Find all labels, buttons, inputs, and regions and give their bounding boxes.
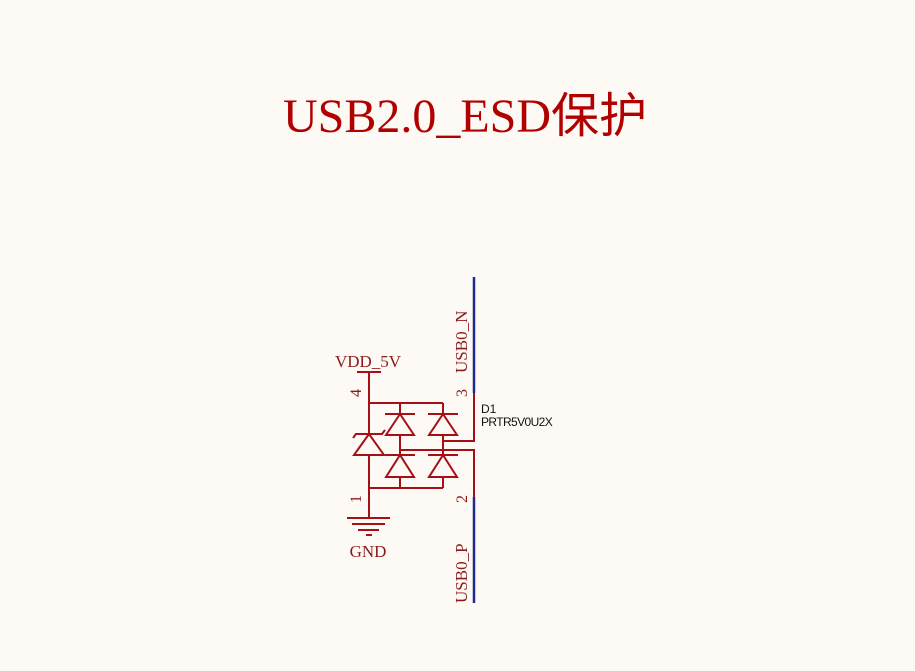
usb0-p-label: USB0_P — [452, 543, 471, 603]
part-number-label: PRTR5V0U2X — [481, 415, 553, 429]
pin3-wire — [443, 393, 475, 442]
pin-number-1: 1 — [348, 495, 365, 503]
diode-icon — [384, 412, 416, 436]
diode-icon — [427, 412, 459, 436]
usb0-n-label: USB0_N — [452, 311, 471, 373]
vdd-5v-label: VDD_5V — [335, 352, 402, 371]
pin2-wire — [400, 449, 475, 497]
designator-label: D1 — [481, 402, 497, 416]
gnd-label: GND — [350, 542, 387, 561]
ground-icon — [347, 517, 390, 536]
sheet-title: USB2.0_ESD保护 — [283, 90, 647, 143]
diode-icon — [384, 453, 416, 478]
pin-number-3: 3 — [454, 389, 471, 397]
pin-number-4: 4 — [348, 389, 365, 397]
zener-diode-icon — [352, 429, 386, 456]
diode-icon — [427, 453, 459, 478]
pin-number-2: 2 — [454, 495, 471, 503]
